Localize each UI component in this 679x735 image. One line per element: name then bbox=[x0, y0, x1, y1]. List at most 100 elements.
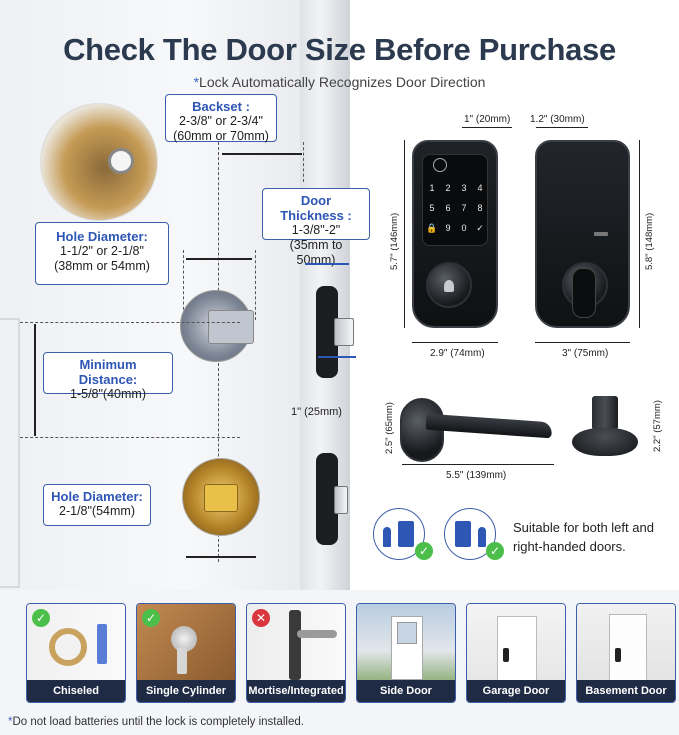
lever-length-line bbox=[402, 464, 554, 465]
hole-diameter-box-2: Hole Diameter: 2-1/8"(54mm) bbox=[43, 484, 151, 526]
min-distance-arrow bbox=[34, 324, 36, 436]
lever-handle bbox=[425, 413, 553, 439]
front-depth-line bbox=[462, 127, 512, 128]
basement-door-shape bbox=[609, 614, 647, 682]
hole-diameter-box-1: Hole Diameter: 1-1/2" or 2-1/8" (38mm or… bbox=[35, 222, 169, 285]
door-thickness-line1: 1-3/8"-2" bbox=[291, 223, 341, 237]
rose-base bbox=[572, 428, 638, 456]
card-single-cylinder: ✓ Single Cylinder bbox=[136, 603, 236, 703]
backset-guide-right bbox=[303, 142, 304, 182]
back-height-label: 5.8" (148mm) bbox=[644, 212, 655, 270]
back-height-line bbox=[639, 140, 640, 328]
key-0: 0 bbox=[461, 223, 467, 233]
key-icon bbox=[177, 648, 187, 674]
minimum-distance-line1: 1-5/8"(40mm) bbox=[70, 387, 146, 401]
hole-diameter-1-line1: 1-1/2" or 2-1/8" bbox=[60, 244, 144, 258]
key-5: 5 bbox=[429, 203, 435, 213]
chiseled-hole-icon bbox=[49, 628, 87, 666]
right-door-check-icon: ✓ bbox=[486, 542, 504, 560]
door-panel bbox=[0, 318, 20, 588]
latch-closeup-image bbox=[40, 103, 158, 221]
mortise-no-icon: ✕ bbox=[252, 609, 270, 627]
mortise-lever bbox=[297, 630, 337, 638]
hole-1-arrow bbox=[186, 258, 252, 260]
card-mortise: ✕ Mortise/Integrated bbox=[246, 603, 346, 703]
mortise-plate bbox=[289, 610, 301, 680]
right-person-icon bbox=[478, 527, 486, 547]
hole-diameter-1-heading: Hole Diameter: bbox=[56, 229, 148, 244]
basement-door-image bbox=[577, 604, 675, 682]
latch-depth-label: 1" (25mm) bbox=[291, 406, 342, 418]
note-text: Do not load batteries until the lock is … bbox=[12, 716, 304, 728]
front-depth-label: 1" (20mm) bbox=[464, 114, 511, 125]
subtitle-star: * bbox=[193, 74, 200, 90]
thumb-turn bbox=[572, 268, 596, 318]
garage-lock-icon bbox=[503, 648, 509, 662]
key-8: 8 bbox=[477, 203, 483, 213]
backset-box: Backset : 2-3/8" or 2-3/4" (60mm or 70mm… bbox=[165, 94, 277, 143]
lever-height-label: 2.5" (65mm) bbox=[384, 402, 395, 454]
basement-lock-icon bbox=[615, 648, 621, 662]
min-distance-guide-bottom bbox=[20, 437, 240, 438]
card-label-mortise: Mortise/Integrated bbox=[247, 680, 345, 702]
minimum-distance-box: Minimum Distance: 1-5/8"(40mm) bbox=[43, 352, 173, 401]
backset-arrow bbox=[222, 153, 302, 155]
card-label-single-cylinder: Single Cylinder bbox=[137, 680, 235, 702]
suitable-text: Suitable for both left and right-handed … bbox=[513, 518, 678, 556]
key-3: 3 bbox=[461, 183, 467, 193]
card-label-basement-door: Basement Door bbox=[577, 680, 675, 702]
check-icon: ✓ bbox=[476, 223, 484, 233]
key-1: 1 bbox=[429, 183, 435, 193]
suitable-line1: Suitable for both left and bbox=[513, 520, 654, 535]
hole-diameter-2-line1: 2-1/8"(54mm) bbox=[59, 504, 135, 518]
chiseled-ok-icon: ✓ bbox=[32, 609, 50, 627]
door-thickness-heading: Door Thickness : bbox=[280, 193, 352, 223]
key-4: 4 bbox=[477, 183, 483, 193]
card-basement-door: Basement Door bbox=[576, 603, 676, 703]
battery-cover-icon bbox=[594, 232, 608, 236]
page-title: Check The Door Size Before Purchase bbox=[63, 32, 616, 67]
note-star: * bbox=[8, 716, 13, 728]
single-cylinder-ok-icon: ✓ bbox=[142, 609, 160, 627]
card-side-door: Side Door bbox=[356, 603, 456, 703]
hole-2-arrow bbox=[186, 556, 256, 558]
lock-icon: 🔒 bbox=[426, 223, 438, 233]
latch-side-view bbox=[316, 286, 338, 378]
card-label-garage-door: Garage Door bbox=[467, 680, 565, 702]
left-person-icon bbox=[383, 527, 391, 547]
suitable-line2: right-handed doors. bbox=[513, 539, 626, 554]
door-thickness-arrow bbox=[305, 263, 349, 265]
side-door-window bbox=[397, 622, 417, 644]
hole-diameter-2-heading: Hole Diameter: bbox=[51, 489, 143, 504]
chiseled-edge bbox=[97, 624, 107, 664]
key-7: 7 bbox=[461, 203, 467, 213]
min-distance-guide-top bbox=[20, 322, 240, 323]
key-6: 6 bbox=[445, 203, 451, 213]
right-door-direction-icon bbox=[444, 508, 496, 560]
backset-line1: 2-3/8" or 2-3/4" bbox=[179, 114, 263, 128]
back-width-line bbox=[535, 342, 630, 343]
minimum-distance-heading: Minimum Distance: bbox=[78, 357, 138, 387]
back-width-label: 3" (75mm) bbox=[562, 348, 609, 359]
subtitle-text: Lock Automatically Recognizes Door Direc… bbox=[199, 74, 486, 90]
latch-hole-icon bbox=[108, 148, 134, 174]
left-door-figure bbox=[398, 521, 414, 547]
backset-line2: (60mm or 70mm) bbox=[173, 129, 269, 143]
strike-bolt bbox=[334, 486, 348, 514]
fingerprint-icon bbox=[433, 158, 447, 172]
keyhole-icon bbox=[444, 280, 454, 292]
hole-1-guide-left bbox=[183, 250, 184, 320]
card-label-side-door: Side Door bbox=[357, 680, 455, 702]
keypad: 1 2 3 4 5 6 7 8 🔒 9 0 ✓ bbox=[422, 154, 488, 246]
side-door-image bbox=[357, 604, 455, 682]
front-width-line bbox=[412, 342, 498, 343]
door-thickness-box: Door Thickness : 1-3/8"-2" (35mm to 50mm… bbox=[262, 188, 370, 267]
single-cylinder-image bbox=[137, 604, 235, 682]
latch-plate-icon bbox=[208, 310, 254, 344]
strike-plate bbox=[316, 453, 338, 545]
front-height-label: 5.7" (146mm) bbox=[389, 212, 400, 270]
back-depth-line bbox=[536, 127, 588, 128]
card-label-chiseled: Chiseled bbox=[27, 680, 125, 702]
hole-1-guide-right bbox=[255, 250, 256, 320]
right-door-figure bbox=[455, 521, 471, 547]
